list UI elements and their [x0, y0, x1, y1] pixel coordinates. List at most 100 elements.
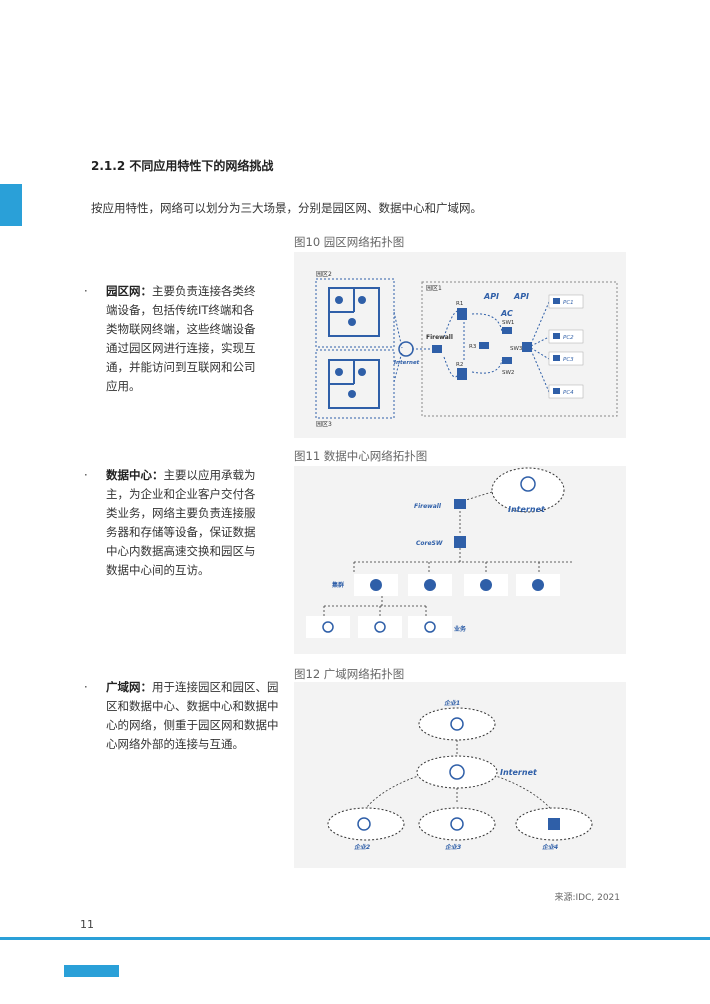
bullet-line: 区和数据中心、数据中心和数据中 [106, 699, 279, 713]
location-pin-icon [335, 296, 366, 326]
r3-label: R3 [469, 344, 477, 350]
bullet-dot: · [84, 680, 88, 694]
firewall-icon [432, 345, 442, 353]
bullet-line: 类物联网终端，这些终端设备 [106, 322, 256, 336]
intro-paragraph: 按应用特性，网络可以划分为三大场景，分别是园区网、数据中心和广域网。 [91, 201, 482, 215]
fig10-campus-topology: 园区2 园区3 园区1 Internet Firewall R1 R2 R3 A… [294, 252, 626, 438]
bullet-datacenter: · 数据中心：主要以应用承载为 主，为企业和企业客户交付各 类业务，网络主要负责… [84, 466, 274, 580]
pc-monitor-icon [553, 333, 560, 339]
r2-label: R2 [456, 362, 463, 368]
core-switch-icon [454, 536, 466, 548]
switch-icon [502, 327, 512, 334]
pc4-label: PC4 [563, 390, 574, 396]
campus1-box [421, 281, 618, 417]
pc2-label: PC2 [563, 335, 574, 341]
cluster-icon [424, 579, 436, 591]
building-icon [548, 818, 560, 830]
fig12-caption: 图12 广域网络拓扑图 [294, 667, 405, 681]
campus1-label: 园区1 [426, 285, 442, 292]
campus2-label: 园区2 [316, 271, 332, 278]
cluster-label: 集群 [331, 581, 344, 589]
fig12-wan-topology: 企业1 Internet 企业2 企业3 企业4 [294, 682, 626, 868]
ent1-node [418, 707, 496, 741]
campus3-map-icon [328, 359, 380, 409]
internet-label: Internet [500, 768, 538, 777]
pc-monitor-icon [553, 298, 560, 304]
footer-block [64, 965, 119, 977]
router-icon [457, 308, 467, 320]
bullet-dot: · [84, 468, 88, 482]
r1-label: R1 [456, 301, 463, 307]
footer-rule [0, 937, 710, 940]
source-note: 来源:IDC, 2021 [554, 893, 620, 903]
bullet-campus: · 园区网：主要负责连接各类终 端设备，包括传统IT终端和各 类物联网终端，这些… [84, 282, 274, 396]
bullet-line: 用于连接园区和园区、园 [152, 680, 279, 694]
bullet-term: 园区网： [106, 284, 152, 298]
bullet-line: 应用。 [106, 379, 141, 393]
gear-network-icon [357, 817, 371, 831]
internet-globe-icon [520, 476, 536, 492]
bullet-line: 端设备，包括传统IT终端和各 [106, 303, 255, 317]
bullet-term: 数据中心： [106, 468, 164, 482]
ent3-label: 企业3 [445, 843, 461, 851]
page-number: 11 [80, 918, 94, 931]
cluster-icon [532, 579, 544, 591]
left-tab-marker [0, 184, 22, 226]
sw2-label: SW2 [502, 370, 514, 376]
bullet-line: 主要负责连接各类终 [152, 284, 256, 298]
ac-label: AC [500, 309, 513, 318]
pc-monitor-icon [553, 355, 560, 361]
bullet-line: 中心内数据高速交换和园区与 [106, 544, 256, 558]
bullet-line: 主要以应用承载为 [163, 468, 256, 482]
router-icon [479, 342, 489, 349]
internet-globe-icon [449, 764, 465, 780]
internet-globe-icon [398, 341, 414, 357]
internet-cloud [491, 467, 565, 513]
firewall-label: Firewall [426, 334, 453, 341]
location-pin-icon [335, 368, 366, 398]
api1-label: API [483, 292, 499, 301]
service-node [358, 616, 402, 638]
enterprise-network-icon [450, 717, 464, 731]
ent2-node [327, 807, 405, 841]
fig10-diagram: 园区2 园区3 园区1 Internet Firewall R1 R2 R3 A… [315, 271, 618, 428]
bullet-line: 通，并能访问到互联网和公司 [106, 360, 256, 374]
fig12-diagram: 企业1 Internet 企业2 企业3 企业4 [327, 699, 593, 851]
service-node [408, 616, 452, 638]
ent1-label: 企业1 [444, 699, 460, 707]
internet-label: Internet [508, 505, 546, 514]
user-network-icon [450, 817, 464, 831]
pc1-label: PC1 [563, 300, 574, 306]
firewall-icon [454, 499, 466, 509]
bullet-line: 通过园区网进行连接，实现互 [106, 341, 256, 355]
service-icon [374, 621, 386, 633]
campus3-label: 园区3 [316, 421, 332, 428]
bullet-line: 类业务，网络主要负责连接服 [106, 506, 256, 520]
bullet-wan: · 广域网：用于连接园区和园区、园 区和数据中心、数据中心和数据中 心的网络，侧… [84, 678, 284, 754]
service-icon [424, 621, 436, 633]
switch-icon [502, 357, 512, 364]
bullet-line: 心网络外部的连接与互通。 [106, 737, 244, 751]
api2-label: API [513, 292, 529, 301]
bullet-term: 广域网： [106, 680, 152, 694]
ent4-label: 企业4 [542, 843, 558, 851]
bullet-line: 主，为企业和企业客户交付各 [106, 487, 256, 501]
switch-icon [522, 342, 532, 352]
sw1-label: SW1 [502, 320, 514, 326]
campus3-box [315, 349, 395, 419]
ent2-label: 企业2 [354, 843, 370, 851]
service-label: 业务 [454, 625, 467, 633]
fig11-diagram: Internet Firewall CoreSW 集群 业务 [306, 467, 574, 638]
campus2-map-icon [328, 287, 380, 337]
sw3-label: SW3 [510, 346, 523, 352]
coresw-label: CoreSW [416, 540, 443, 547]
service-node [306, 616, 350, 638]
pc3-label: PC3 [563, 357, 574, 363]
cluster-icon [480, 579, 492, 591]
fig10-caption: 图10 园区网络拓扑图 [294, 235, 405, 249]
section-heading: 2.1.2 不同应用特性下的网络挑战 [91, 159, 274, 173]
fig11-datacenter-topology: Internet Firewall CoreSW 集群 业务 [294, 466, 626, 654]
cluster-icon [370, 579, 382, 591]
bullet-line: 务器和存储等设备，保证数据 [106, 525, 256, 539]
router-icon [457, 368, 467, 380]
